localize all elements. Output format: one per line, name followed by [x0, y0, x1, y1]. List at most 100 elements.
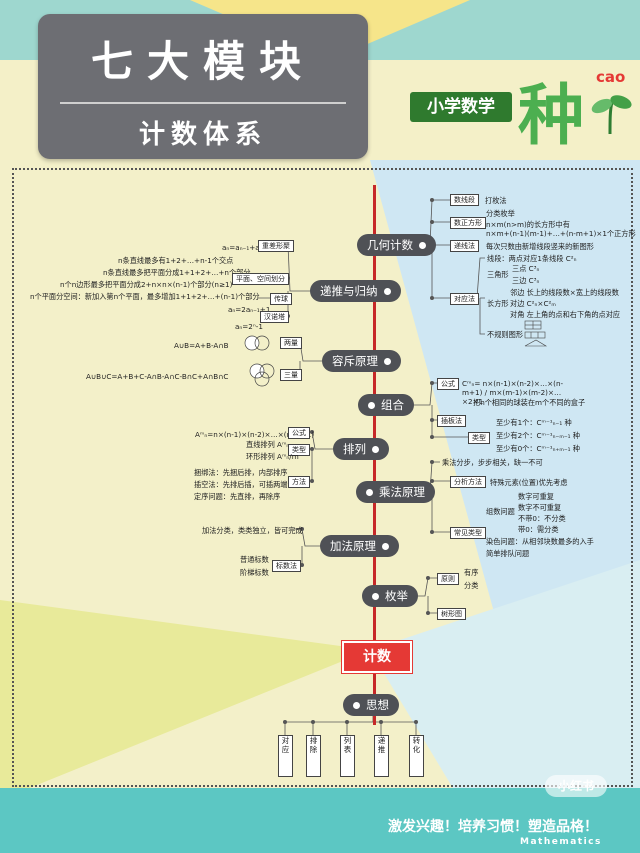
footer-bar	[0, 788, 640, 853]
note: 至少有1个：Cᵐ⁻¹ₙ₋₁ 种	[496, 418, 572, 427]
note: n×m(n>m)的长方形中有	[486, 220, 570, 229]
note: aₙ=2ⁿ-1	[235, 322, 263, 331]
tag-count-segments: 数线段	[450, 194, 479, 206]
tag-stars-bars: 插板法	[437, 415, 466, 427]
tag-perm-formula: 公式	[288, 427, 310, 439]
note: 三点 C³ₙ	[512, 264, 540, 273]
tag-principle: 原则	[437, 573, 459, 585]
grid-shapes-icon	[524, 320, 548, 347]
note: n×m+(n-1)(m-1)+…+(n-m+1)×1个正方形	[486, 229, 636, 238]
note: aₙ=2aₙ₋₁+1	[228, 305, 271, 314]
inclusion-two-formula: A∪B=A+B-A∩B	[174, 341, 229, 350]
note: 邻边 长上的线段数×宽上的线段数	[510, 288, 619, 297]
tag-ball-passing: 传球	[270, 293, 292, 305]
note: 把n个相同的球装在m个不同的盒子	[473, 398, 586, 407]
branch-inclusion-exclusion[interactable]: 容斥原理	[322, 350, 401, 372]
venn-two-icon	[244, 335, 270, 351]
tag-marking-method: 标数法	[272, 560, 301, 572]
note: n个n边形最多把平面分成2+n×n×(n-1)个部分(n≥1)	[60, 280, 233, 289]
note: 乘法分步，步步相关，缺一不可	[442, 458, 543, 467]
note: 普通标数	[240, 555, 269, 564]
note: 三角形	[487, 270, 509, 279]
title-divider	[60, 102, 346, 104]
note: 每次只数由新增线段竖来的新图形	[486, 242, 594, 251]
tag-plane-space-division: 平面、空间划分	[232, 273, 289, 285]
note: 不带0：不分类	[518, 514, 566, 523]
note: 染色问题：从相邻块数最多的入手	[486, 537, 594, 546]
note: 数字不可重复	[518, 503, 562, 512]
thought-item: 转化	[409, 735, 424, 777]
note: 线段：两点对应1条线段 C²ₙ	[487, 254, 577, 263]
brand-pinyin: cao	[596, 68, 626, 86]
note: 不规则图形	[487, 330, 523, 339]
tag-analysis-method: 分析方法	[450, 476, 486, 488]
center-node-counting[interactable]: 计数	[342, 641, 412, 673]
tag-hanoi: 汉诺塔	[260, 311, 289, 323]
thought-item: 对应	[278, 735, 293, 777]
branch-recursion[interactable]: 递推与归纳	[310, 280, 401, 302]
note: 定序问题：先直排，再除序	[194, 492, 281, 501]
note: 长方形	[487, 299, 509, 308]
note: 直线排列 Aᵐₙ	[246, 440, 290, 449]
note: 分类枚举	[486, 209, 515, 218]
branch-addition[interactable]: 加法原理	[320, 535, 399, 557]
note: 打枚法	[485, 196, 507, 205]
branch-permutation[interactable]: 排列	[333, 438, 389, 460]
branch-thought[interactable]: 思想	[343, 694, 399, 716]
branch-combination[interactable]: 组合	[358, 394, 414, 416]
tag-recursive-line: 递线法	[450, 240, 479, 252]
tag-three-sets: 三量	[280, 369, 302, 381]
thought-item: 排除	[306, 735, 321, 777]
note: 分类	[464, 581, 479, 590]
tag-count-squares: 数正方形	[450, 217, 486, 229]
brand-label: 小学数学	[410, 92, 512, 122]
thought-item: 递推	[374, 735, 389, 777]
branch-geometry-count[interactable]: 几何计数	[357, 234, 436, 256]
thought-item: 列表	[340, 735, 355, 777]
note: 有序	[464, 568, 479, 577]
note: 插空法：先排后插，可插两端	[194, 480, 288, 489]
note: 数字可重复	[518, 492, 554, 501]
note: 至少有2个：Cᵐ⁻¹ₙ₋ₘ₋₁ 种	[496, 431, 580, 440]
note: n条直线最多有1+2+…+n-1个交点	[118, 256, 234, 265]
venn-three-icon	[249, 363, 275, 387]
note: 组数问题	[486, 507, 515, 516]
diagram-frame	[12, 168, 633, 787]
note: 捆绑法：先捆后排，内部排序	[194, 468, 288, 477]
footer-english: Mathematics	[520, 837, 602, 847]
tag-comb-types: 类型	[468, 432, 490, 444]
note: 带0：需分类	[518, 525, 559, 534]
title-panel: 七大模块 计数体系	[38, 14, 368, 159]
inclusion-three-formula: A∪B∪C=A+B+C-A∩B-A∩C-B∩C+A∩B∩C	[86, 372, 229, 381]
note: aₙ=aₙ₋₁+aₙ₋₂	[222, 243, 270, 252]
tag-comb-formula: 公式	[437, 378, 459, 390]
note: n个平面分空间：新加入第n个平面，最多增加1+1+2+…+(n-1)个部分	[30, 292, 260, 301]
note: 加法分类，类类独立，皆可完成	[202, 526, 303, 535]
branch-multiplication[interactable]: 乘法原理	[356, 481, 435, 503]
note: 至少有0个：Cᵐ⁻¹ₙ₊ₘ₋₁ 种	[496, 444, 580, 453]
page-title: 七大模块	[90, 37, 315, 86]
note: n条直线最多把平面分成1+1+2+…+n个部分	[103, 268, 251, 277]
tag-perm-types: 类型	[288, 444, 310, 456]
note: 特殊元素(位置)优先考虑	[490, 478, 568, 487]
note: 简单排队问题	[486, 549, 530, 558]
branch-enumeration[interactable]: 枚举	[362, 585, 418, 607]
footer-slogan: 激发兴趣！培养习惯！塑造品格！	[388, 819, 598, 835]
note: 对角 左上角的点和右下角的点对应	[510, 310, 621, 319]
brand-logo-char: 种	[518, 76, 584, 154]
tag-correspondence: 对应法	[450, 293, 479, 305]
tag-common-types: 常见类型	[450, 527, 486, 539]
note: 三边 C³ₙ	[512, 276, 540, 285]
perm-formula: Aᵐₙ=n×(n-1)×(n-2)×…×(n-m+1)	[195, 430, 315, 439]
tag-two-sets: 两量	[280, 337, 302, 349]
note: 对边 C²ₙ×C²ₘ	[510, 299, 556, 308]
note: 环形排列 Aᵐₙ/m	[246, 452, 299, 461]
tag-tree-diagram: 树形图	[437, 608, 466, 620]
comb-formula: Cᵐₙ= n×(n-1)×(n-2)×…×(n-m+1) / m×(m-1)×(…	[462, 379, 564, 406]
watermark-badge: 小红书	[545, 775, 607, 797]
page-subtitle: 计数体系	[138, 120, 267, 150]
tag-perm-methods: 方法	[288, 476, 310, 488]
tag-recursion-form: 重差形聚	[258, 240, 294, 252]
sprout-icon	[591, 95, 632, 135]
note: 阶梯标数	[240, 568, 269, 577]
